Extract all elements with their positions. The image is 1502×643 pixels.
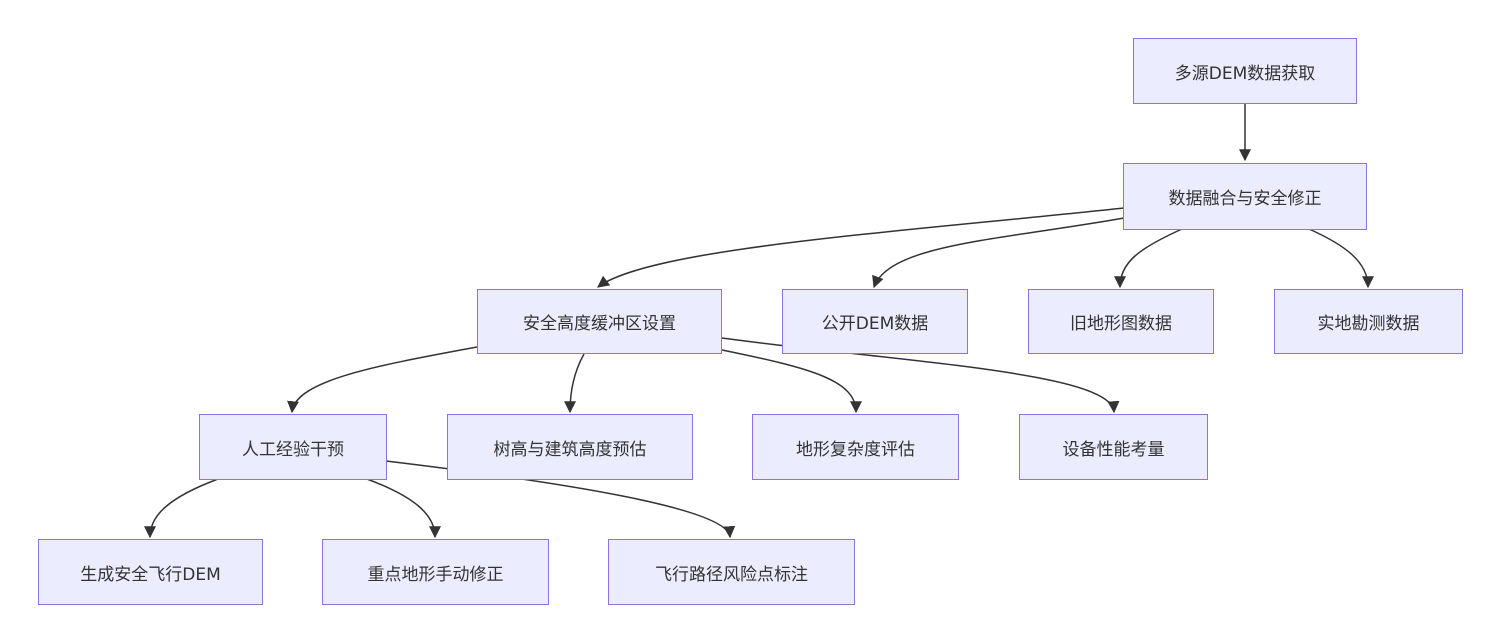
edge-manual-to-safe-dem bbox=[144, 478, 219, 539]
node-buffer[interactable]: 安全高度缓冲区设置 bbox=[477, 289, 722, 354]
edge-fusion-to-old-map bbox=[1114, 228, 1183, 289]
node-manual[interactable]: 人工经验干预 bbox=[199, 414, 387, 480]
edge-fusion-to-buffer bbox=[597, 207, 1125, 288]
node-survey[interactable]: 实地勘测数据 bbox=[1274, 289, 1463, 354]
node-dem-acquire[interactable]: 多源DEM数据获取 bbox=[1133, 38, 1357, 104]
node-key-terrain[interactable]: 重点地形手动修正 bbox=[322, 539, 549, 605]
node-risk-mark[interactable]: 飞行路径风险点标注 bbox=[608, 539, 855, 605]
node-public-dem[interactable]: 公开DEM数据 bbox=[782, 289, 968, 354]
edge-buffer-to-complexity bbox=[721, 349, 862, 414]
edge-manual-to-key-terrain bbox=[366, 478, 441, 539]
node-old-map[interactable]: 旧地形图数据 bbox=[1028, 289, 1214, 354]
node-fusion[interactable]: 数据融合与安全修正 bbox=[1123, 163, 1367, 230]
edge-fusion-to-survey bbox=[1308, 228, 1374, 289]
edge-buffer-to-manual bbox=[287, 346, 478, 414]
node-tree-building[interactable]: 树高与建筑高度预估 bbox=[447, 414, 693, 480]
node-equipment[interactable]: 设备性能考量 bbox=[1019, 414, 1208, 480]
edge-buffer-to-tree-building bbox=[564, 353, 585, 414]
node-safe-dem[interactable]: 生成安全飞行DEM bbox=[38, 539, 263, 605]
edge-fusion-to-public-dem bbox=[872, 217, 1125, 289]
node-complexity[interactable]: 地形复杂度评估 bbox=[752, 414, 959, 480]
